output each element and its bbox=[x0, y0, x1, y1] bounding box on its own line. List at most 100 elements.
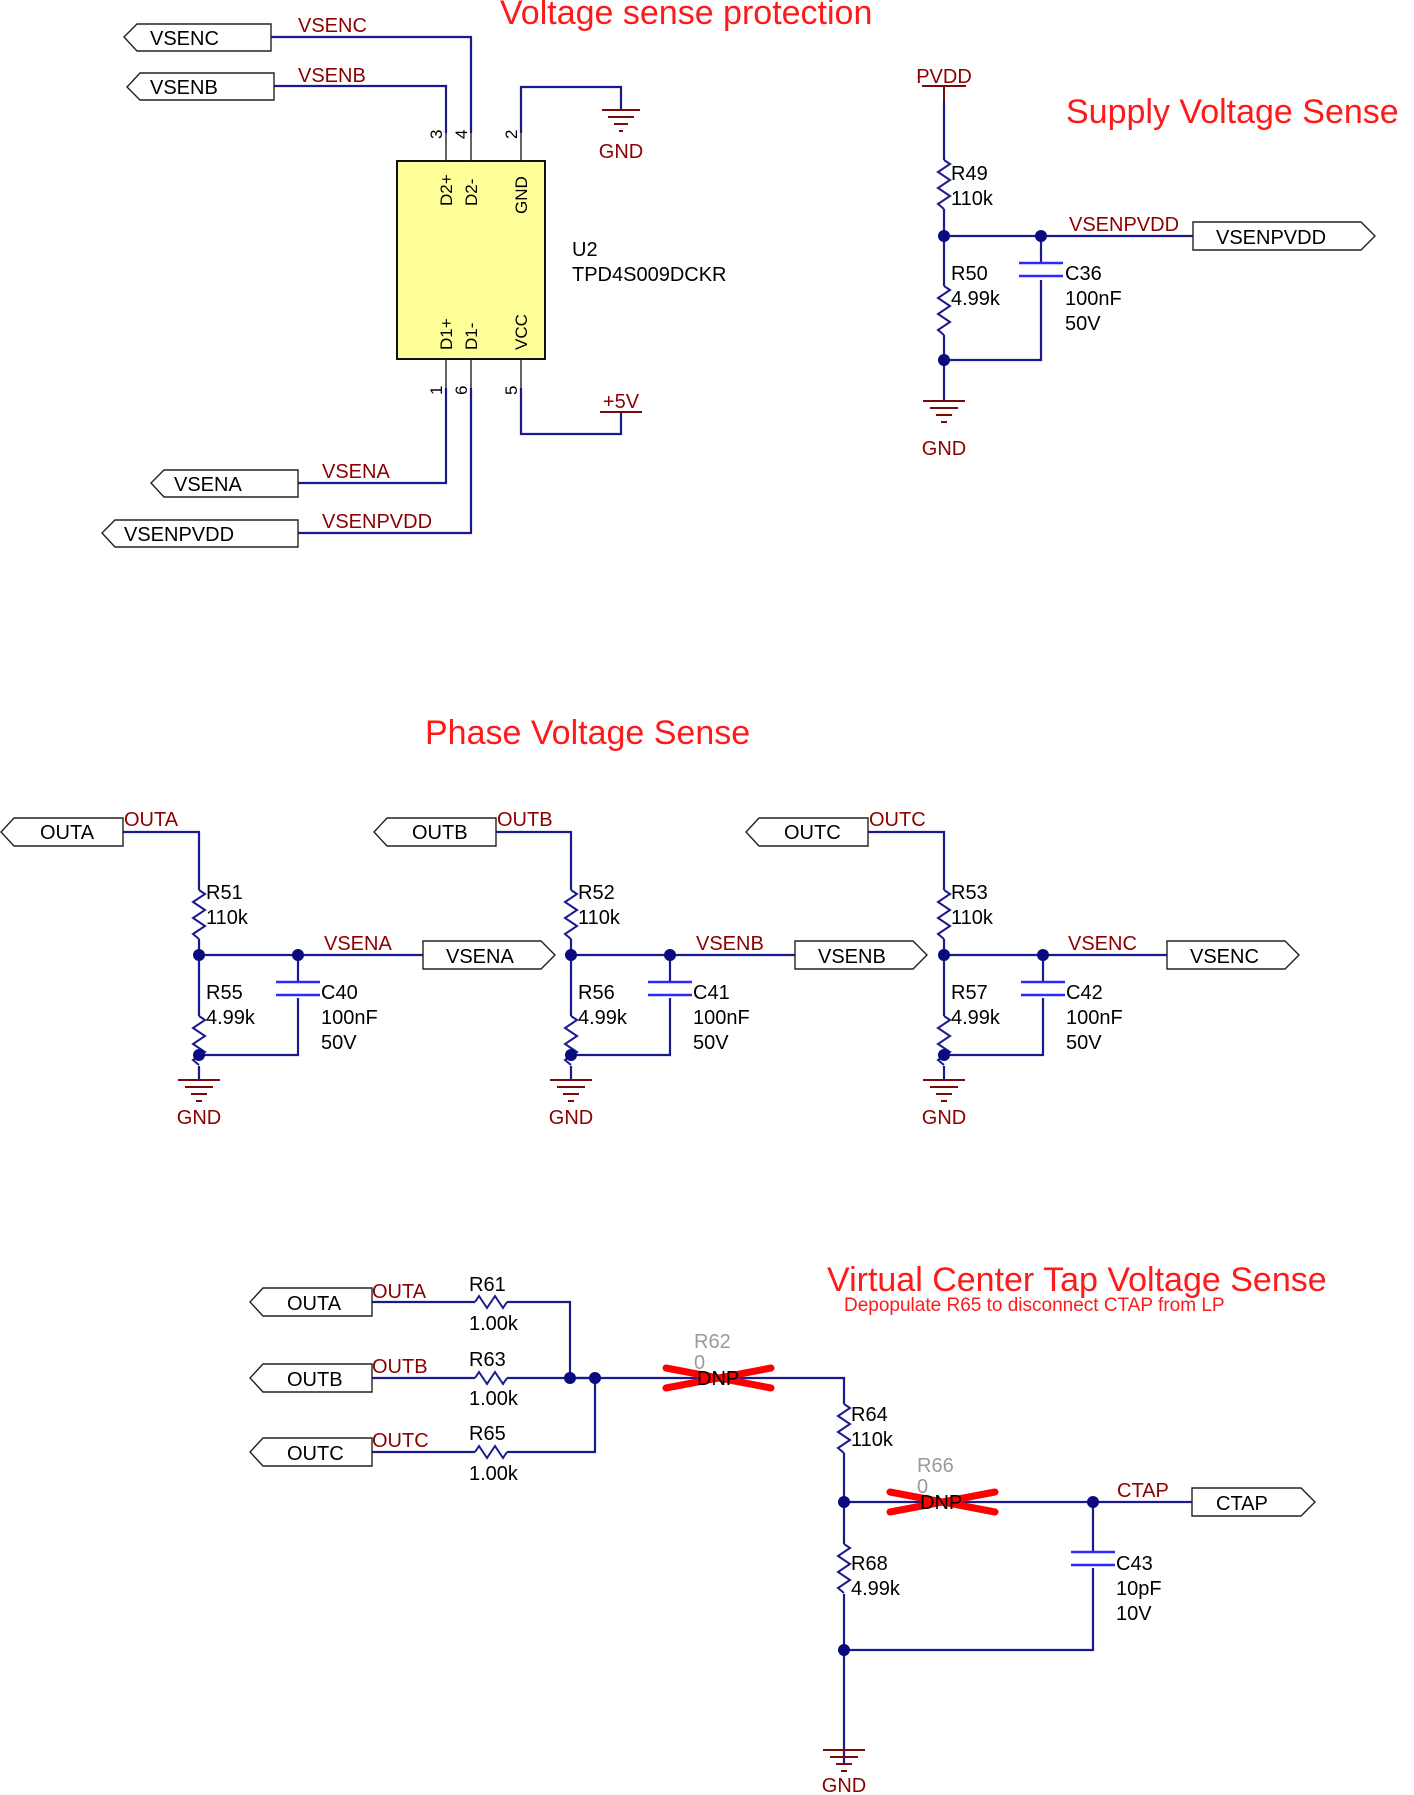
svg-text:VSENA: VSENA bbox=[446, 946, 514, 968]
net-gnd-ctap: GND bbox=[822, 1775, 866, 1795]
junction-dot bbox=[193, 1049, 205, 1061]
c36-capacitor bbox=[1019, 261, 1063, 278]
gnd-symbol-u2 bbox=[602, 109, 640, 132]
r65-resistor bbox=[474, 1444, 508, 1460]
junction-dot bbox=[938, 354, 950, 366]
c36-volt: 50V bbox=[1065, 313, 1101, 335]
net-vsenc-phase: VSENC bbox=[1068, 933, 1137, 955]
r68-val: 4.99k bbox=[851, 1578, 901, 1600]
port-outa-ctap: OUTA bbox=[249, 1287, 373, 1317]
r63-resistor bbox=[474, 1370, 508, 1386]
u2-ref: U2 bbox=[572, 239, 598, 261]
port-vsenc-out: VSENC bbox=[1166, 940, 1300, 970]
r51-resistor bbox=[191, 889, 207, 940]
net-outc-ctap: OUTC bbox=[372, 1430, 429, 1452]
r66-dnp: DNP bbox=[920, 1492, 962, 1514]
r50-val: 4.99k bbox=[951, 288, 1001, 310]
port-outb-phase: OUTB bbox=[373, 817, 497, 847]
junction-dot bbox=[938, 230, 950, 242]
port-ctap-out: CTAP bbox=[1191, 1487, 1316, 1517]
r66-ref: R66 bbox=[917, 1455, 954, 1477]
r62-dnp-resistor bbox=[662, 1364, 775, 1392]
c41-val: 100nF bbox=[693, 1007, 750, 1029]
junction-dot bbox=[938, 949, 950, 961]
r63-ref: R63 bbox=[469, 1349, 506, 1371]
net-vsena-u2: VSENA bbox=[322, 461, 390, 483]
r62-dnp: DNP bbox=[697, 1368, 739, 1390]
net-outc-phase: OUTC bbox=[869, 809, 926, 831]
u2-pin-num-2: 2 bbox=[502, 130, 521, 139]
net-vsenpvdd-supply: VSENPVDD bbox=[1069, 214, 1179, 236]
port-outc-phase: OUTC bbox=[745, 817, 869, 847]
r62-val: 0 bbox=[694, 1352, 705, 1374]
r57-ref: R57 bbox=[951, 982, 988, 1004]
u2-pin-gnd: GND bbox=[512, 176, 531, 214]
junction-dot bbox=[1087, 1496, 1099, 1508]
u2-pin-num-5: 5 bbox=[502, 386, 521, 395]
r65-val: 1.00k bbox=[469, 1463, 519, 1485]
u2-pin-num-3: 3 bbox=[427, 130, 446, 139]
r56-ref: R56 bbox=[578, 982, 615, 1004]
junction-dot bbox=[565, 1049, 577, 1061]
c42-ref: C42 bbox=[1066, 982, 1103, 1004]
gnd-symbol-supply bbox=[923, 400, 965, 423]
r61-val: 1.00k bbox=[469, 1313, 519, 1335]
u2-pin-num-4: 4 bbox=[452, 130, 471, 139]
r68-ref: R68 bbox=[851, 1553, 888, 1575]
ctap-note: Depopulate R65 to disconnect CTAP from L… bbox=[844, 1295, 1225, 1316]
port-vsenc-top: VSENC bbox=[123, 23, 272, 52]
r51-val: 110k bbox=[206, 907, 249, 929]
svg-text:OUTC: OUTC bbox=[287, 1443, 344, 1465]
svg-text:VSENC: VSENC bbox=[1190, 946, 1259, 968]
svg-text:OUTA: OUTA bbox=[40, 822, 95, 844]
net-gnd-phase-b: GND bbox=[549, 1107, 593, 1129]
gnd-symbol-phase-b bbox=[550, 1079, 592, 1102]
net-outb-ctap: OUTB bbox=[372, 1356, 428, 1378]
svg-text:VSENPVDD: VSENPVDD bbox=[124, 524, 234, 546]
title-phase: Phase Voltage Sense bbox=[425, 714, 750, 752]
u2-pin-num-6: 6 bbox=[452, 386, 471, 395]
pvdd-symbol bbox=[922, 85, 966, 101]
r65-ref: R65 bbox=[469, 1423, 506, 1445]
svg-text:VSENA: VSENA bbox=[174, 474, 242, 496]
c43-volt: 10V bbox=[1116, 1603, 1152, 1625]
u2-pin-num-1: 1 bbox=[427, 386, 446, 395]
net-vsenb-top: VSENB bbox=[298, 65, 366, 87]
r63-val: 1.00k bbox=[469, 1388, 519, 1410]
svg-text:OUTB: OUTB bbox=[287, 1369, 343, 1391]
u2-pin-d1p: D1+ bbox=[437, 318, 456, 350]
c41-volt: 50V bbox=[693, 1032, 729, 1054]
r49-ref: R49 bbox=[951, 163, 988, 185]
port-outb-ctap: OUTB bbox=[249, 1363, 373, 1393]
gnd-symbol-ctap bbox=[823, 1749, 865, 1772]
gnd-symbol-phase-a bbox=[178, 1079, 220, 1102]
port-outa-phase: OUTA bbox=[0, 817, 124, 847]
svg-text:OUTB: OUTB bbox=[412, 822, 468, 844]
r52-val: 110k bbox=[578, 907, 621, 929]
gnd-symbol-phase-c bbox=[923, 1079, 965, 1102]
r62-ref: R62 bbox=[694, 1331, 731, 1353]
junction-dot bbox=[838, 1644, 850, 1656]
svg-text:VSENB: VSENB bbox=[150, 77, 218, 99]
r53-ref: R53 bbox=[951, 882, 988, 904]
r53-resistor bbox=[936, 889, 952, 940]
net-outb-phase: OUTB bbox=[497, 809, 553, 831]
r49-val: 110k bbox=[951, 188, 994, 210]
net-gnd-supply: GND bbox=[922, 438, 966, 460]
svg-text:VSENPVDD: VSENPVDD bbox=[1216, 227, 1326, 249]
net-vsena-phase: VSENA bbox=[324, 933, 392, 955]
r49-resistor bbox=[936, 159, 952, 210]
u2-pin-d2p: D2+ bbox=[437, 174, 456, 206]
c40-volt: 50V bbox=[321, 1032, 357, 1054]
port-vsenb-top: VSENB bbox=[126, 72, 275, 101]
r64-resistor bbox=[836, 1403, 852, 1454]
c42-capacitor bbox=[1021, 980, 1065, 997]
c42-volt: 50V bbox=[1066, 1032, 1102, 1054]
svg-text:CTAP: CTAP bbox=[1216, 1493, 1268, 1515]
r61-ref: R61 bbox=[469, 1274, 506, 1296]
r68-resistor bbox=[836, 1543, 852, 1594]
u2-pin-d1m: D1- bbox=[462, 323, 481, 350]
svg-text:OUTC: OUTC bbox=[784, 822, 841, 844]
port-vsenpvdd-out: VSENPVDD bbox=[1192, 221, 1376, 251]
